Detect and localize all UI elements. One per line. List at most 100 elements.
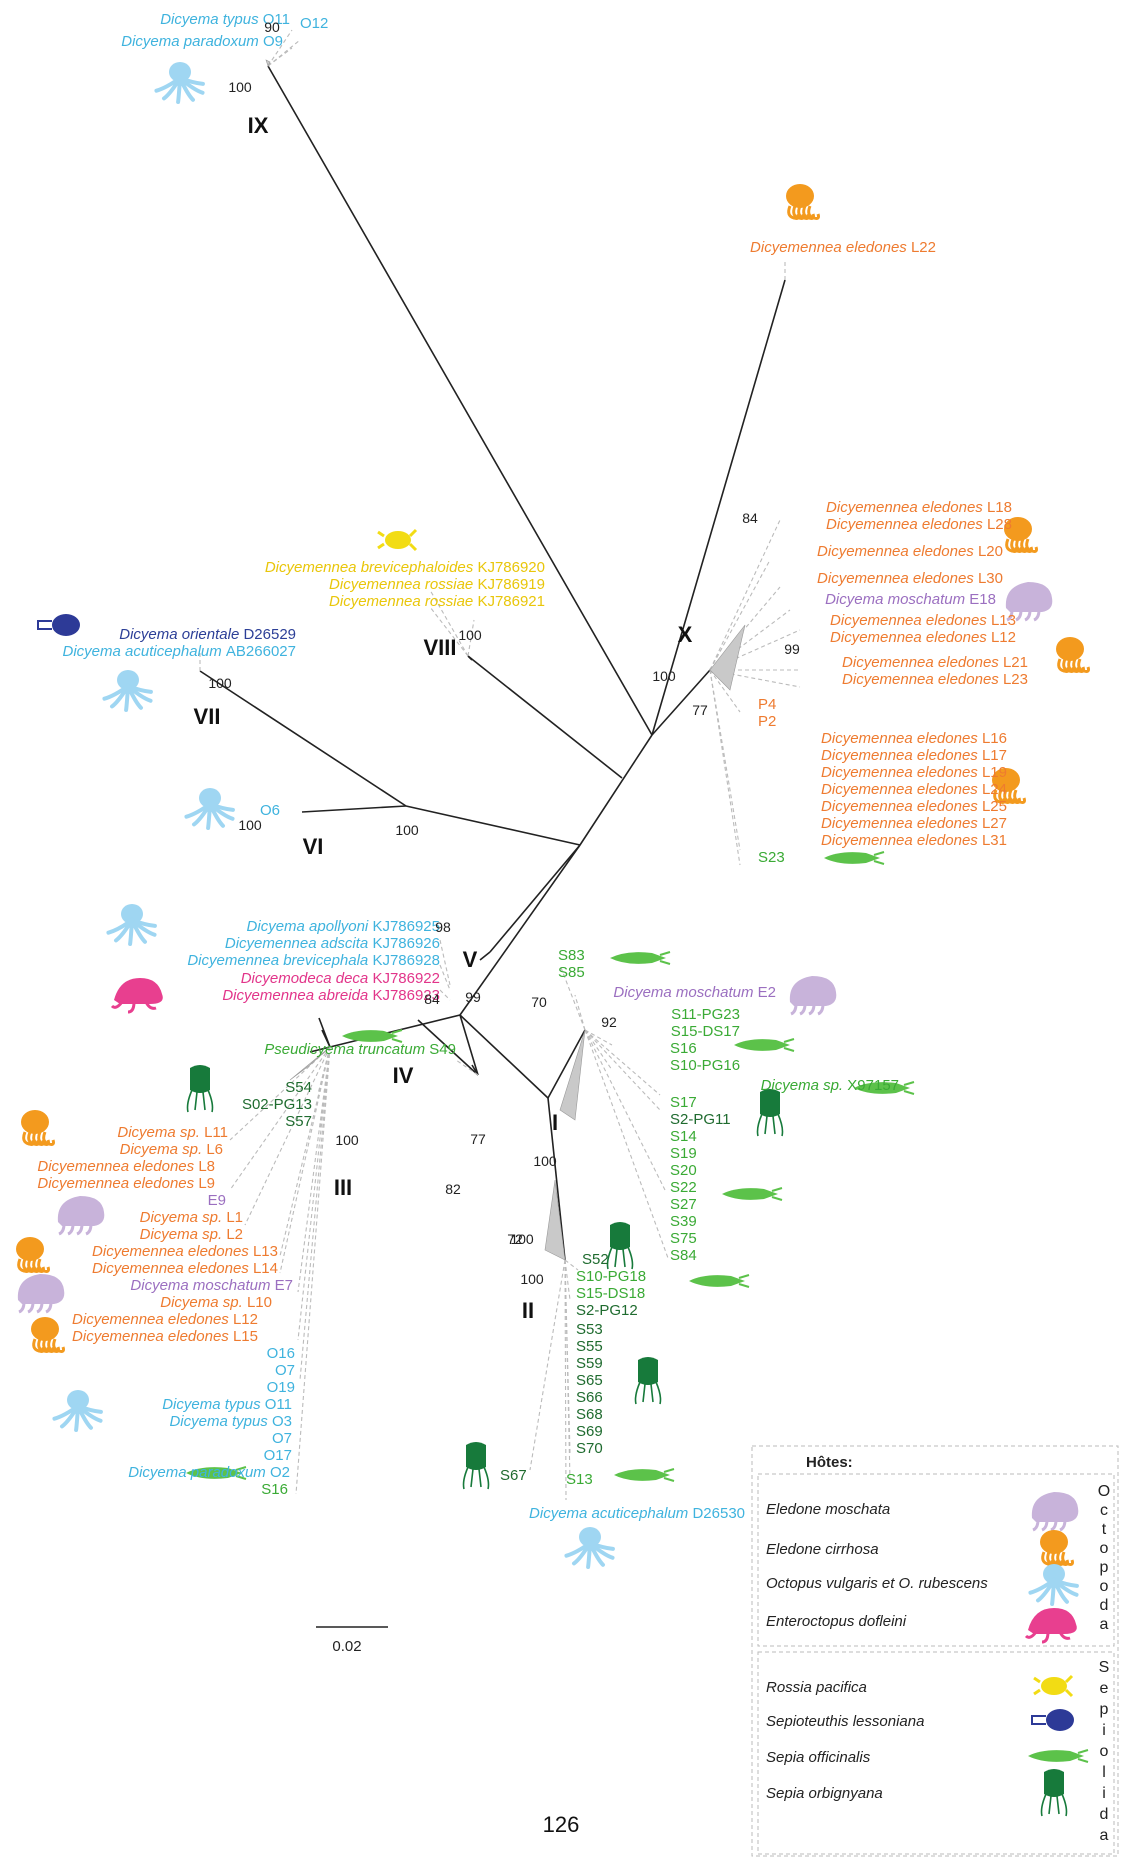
taxon-code: S49 — [429, 1041, 456, 1058]
taxon-label: Dicyemennea eledones L13 — [830, 612, 1016, 629]
tree-branch — [318, 1017, 331, 1048]
taxon-label: S13 — [566, 1471, 593, 1488]
octopus-icon — [1028, 1564, 1079, 1606]
rossia-body — [1041, 1677, 1067, 1695]
tree-branch — [479, 951, 491, 961]
taxon-code: S22 — [670, 1179, 697, 1196]
tree-branch — [459, 1014, 549, 1099]
eledone-arm — [1061, 1551, 1074, 1566]
taxon-species: Pseudicyema truncatum — [264, 1041, 429, 1058]
taxon-species: Dicyemennea eledones — [750, 239, 911, 256]
taxon-label: Dicyemennea eledones L31 — [821, 832, 1007, 849]
sepia-body — [689, 1275, 745, 1287]
legend-title: Hôtes: — [806, 1454, 853, 1471]
rossia-fin — [1033, 1674, 1074, 1698]
taxon-code: L12 — [991, 629, 1016, 646]
leader-line — [267, 29, 293, 67]
taxon-code: O7 — [272, 1430, 292, 1447]
taxon-code: O6 — [260, 802, 280, 819]
moschata-arm — [790, 1003, 798, 1016]
taxon-species: Dicyema acuticephalum — [529, 1505, 692, 1522]
taxon-species: Dicyemennea brevicephala — [187, 952, 372, 969]
taxon-species: Dicyema typus — [162, 1396, 265, 1413]
eledone-cirrhosa-icon — [31, 1317, 65, 1353]
taxon-label: S66 — [576, 1389, 603, 1406]
host-icons — [16, 62, 1090, 1817]
bootstrap-value: 77 — [692, 702, 708, 718]
bootstrap-value: 92 — [601, 1014, 617, 1030]
sepia-body — [186, 1467, 242, 1479]
leader-line — [564, 1259, 571, 1301]
taxon-label: P2 — [758, 713, 776, 730]
taxon-species: Dicyema sp. — [140, 1209, 227, 1226]
taxon-species: Dicyemennea brevicephaloides — [265, 559, 478, 576]
taxon-label: S17 — [670, 1094, 697, 1111]
taxon-code: O17 — [264, 1447, 292, 1464]
taxon-label: Dicyema sp. L11 — [117, 1124, 228, 1141]
moschata-arm — [1006, 609, 1014, 622]
taxon-code: KJ786919 — [477, 576, 545, 593]
bootstrap-value: 84 — [742, 510, 758, 526]
taxon-label: Dicyema moschatum E18 — [825, 591, 996, 608]
taxon-code: L23 — [1003, 671, 1028, 688]
legend-octopoda-letter: O — [1098, 1483, 1110, 1500]
octopus-arm — [106, 918, 134, 935]
taxon-label: O19 — [267, 1379, 295, 1396]
taxon-label: O6 — [260, 802, 280, 819]
legend-entry: Enteroctopus dofleini — [766, 1613, 907, 1630]
taxon-code: P2 — [758, 713, 776, 730]
taxon-label: S11-PG23 — [671, 1006, 740, 1023]
octopus-icon — [154, 62, 205, 104]
taxon-code: S85 — [558, 964, 585, 981]
taxon-code: O2 — [270, 1464, 290, 1481]
taxon-code: O12 — [300, 15, 328, 32]
taxon-species: Dicyemennea eledones — [821, 832, 982, 849]
taxon-code: L30 — [978, 570, 1003, 587]
tree-branch — [467, 655, 473, 661]
taxon-label: Dicyemennea eledones L9 — [37, 1175, 215, 1192]
moschata-body — [17, 1274, 65, 1304]
taxon-code: S57 — [285, 1113, 312, 1130]
octopus-icon — [52, 1390, 103, 1432]
moschata-body — [57, 1196, 105, 1226]
legend-entry: Sepia orbignyana — [766, 1785, 883, 1802]
moschata-arm — [67, 1223, 75, 1236]
legend-sepiolida-letter: o — [1100, 1743, 1109, 1760]
clade-triangle — [709, 624, 746, 691]
leader-line — [279, 1046, 331, 1274]
taxon-label: S69 — [576, 1423, 603, 1440]
leader-line — [529, 1259, 566, 1471]
sepia-arm — [235, 1466, 247, 1480]
clade-label: VII — [194, 704, 221, 729]
taxon-label: O16 — [267, 1345, 295, 1362]
sepioteuthis-icon — [37, 614, 80, 636]
taxon-label: Dicyemennea rossiae KJ786919 — [329, 576, 545, 593]
moschata-arm — [799, 1003, 807, 1016]
enteroctopus-icon — [110, 978, 163, 1014]
scale-bar: 0.02 — [316, 1626, 388, 1655]
taxon-label: S15-DS17 — [671, 1023, 740, 1040]
taxon-species: Dicyemennea eledones — [830, 612, 991, 629]
taxon-label: Dicyemennea adscita KJ786926 — [225, 935, 440, 952]
moschata-arm — [45, 1301, 53, 1314]
bootstrap-value: 100 — [458, 627, 482, 643]
octopus-head — [67, 1390, 89, 1410]
moschata-body — [1005, 582, 1053, 612]
orbignyana-arm — [634, 1381, 662, 1405]
taxon-code: S55 — [576, 1338, 603, 1355]
legend-octopoda-letter: a — [1100, 1616, 1109, 1633]
tree-branch — [309, 1046, 331, 1053]
eledone-moschata-icon — [789, 976, 837, 1016]
taxon-label: S10-PG16 — [670, 1057, 740, 1074]
rossia-fin — [377, 528, 418, 552]
sepia-arm — [1077, 1749, 1089, 1763]
eledone-body — [31, 1317, 59, 1341]
taxon-code: O11 — [265, 1396, 292, 1413]
sepia-arm — [663, 1468, 675, 1482]
taxon-species: Dicyemennea eledones — [92, 1243, 253, 1260]
clade-label: III — [334, 1175, 352, 1200]
legend-octopoda-box — [757, 1473, 1115, 1647]
leader-line — [297, 1046, 331, 1341]
bootstrap-value: 100 — [228, 79, 252, 95]
